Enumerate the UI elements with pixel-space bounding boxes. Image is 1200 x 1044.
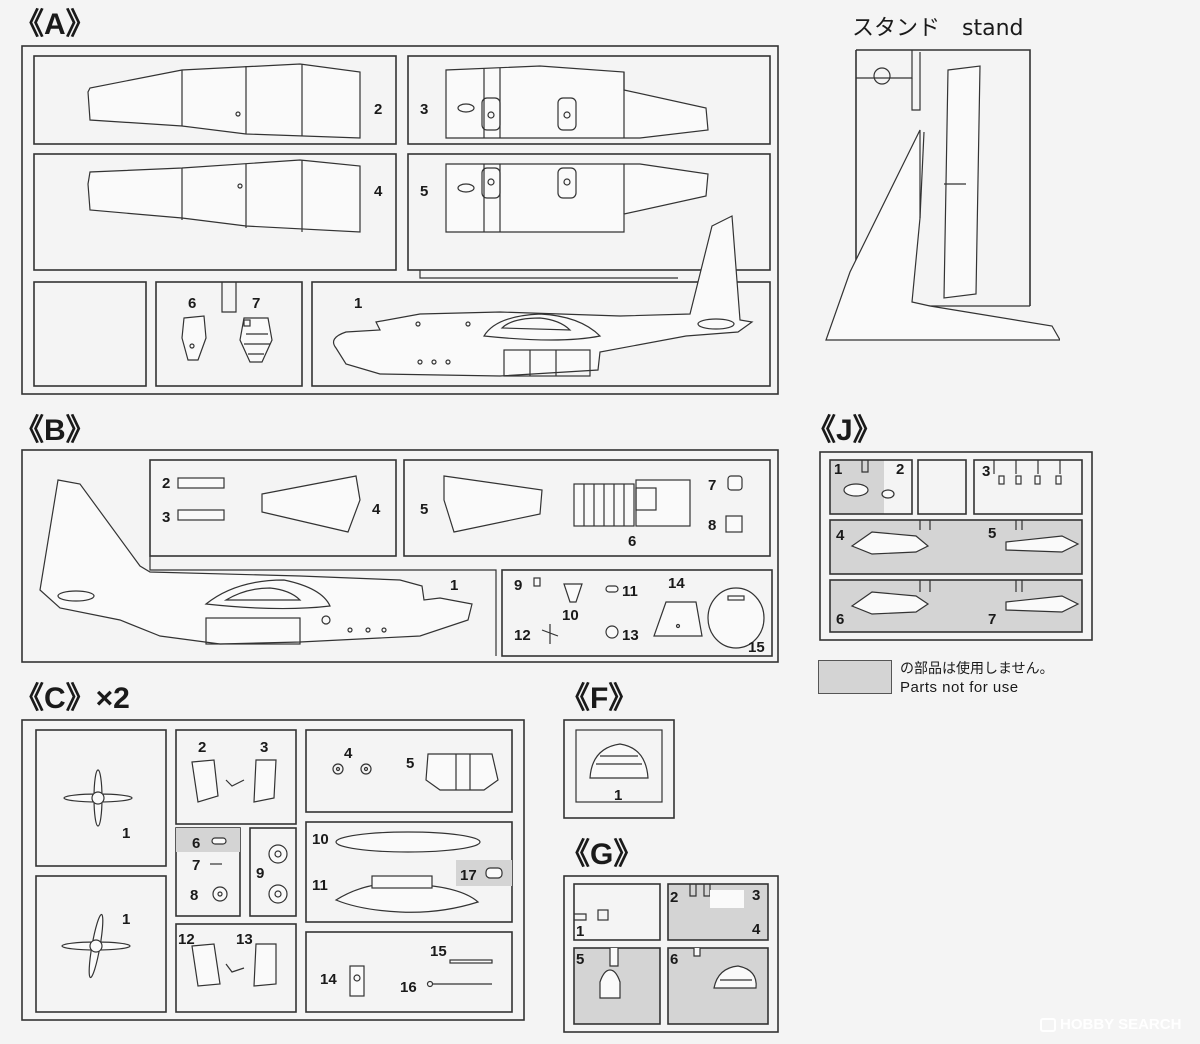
part-b11-label: 11 [622, 583, 638, 600]
part-c7-label: 7 [192, 857, 200, 874]
part-c10-label: 10 [312, 831, 329, 848]
part-g5-label: 5 [576, 951, 584, 968]
part-j4-label: 4 [836, 527, 845, 544]
part-c4-label: 4 [344, 745, 353, 762]
section-j-label: 《J》 [806, 414, 883, 447]
part-g1-label: 1 [576, 923, 584, 940]
part-a6-label: 6 [188, 295, 196, 312]
part-b3-label: 3 [162, 509, 170, 526]
part-c2-label: 2 [198, 739, 206, 756]
watermark: HOBBY SEARCH [1060, 1016, 1182, 1033]
part-b5-label: 5 [420, 501, 428, 518]
part-a1-fuselage [333, 215, 754, 377]
section-c-label: 《C》×2 [14, 682, 130, 715]
part-j2-label: 2 [896, 461, 904, 478]
sprue-b: 2 3 4 5 6 7 8 1 9 10 11 12 13 14 15 [21, 449, 779, 663]
legend-english: Parts not for use [900, 679, 1019, 696]
part-g4-label: 4 [752, 921, 761, 938]
part-b5-stabilizer [443, 475, 543, 533]
part-b14-label: 14 [668, 575, 685, 592]
sprue-g: 1 2 3 4 5 6 [563, 875, 779, 1033]
part-c5-label: 5 [406, 755, 414, 772]
part-b12-label: 12 [514, 627, 531, 644]
part-c14-label: 14 [320, 971, 337, 988]
part-j3-label: 3 [982, 463, 990, 480]
part-j6-label: 6 [836, 611, 844, 628]
legend-japanese: の部品は使用しません。 [900, 661, 1054, 677]
part-b2-label: 2 [162, 475, 170, 492]
part-b7-label: 7 [708, 477, 716, 494]
part-b4-label: 4 [372, 501, 381, 518]
part-c1-propeller-a [63, 769, 133, 827]
part-f1-label: 1 [614, 787, 622, 804]
part-c6-label: 6 [192, 835, 200, 852]
sprue-a: 2 3 4 5 6 7 1 [21, 45, 779, 395]
part-b6-label: 6 [628, 533, 636, 550]
part-a3-label: 3 [420, 101, 428, 118]
hobby-search-logo-icon [1040, 1018, 1056, 1032]
part-b13-label: 13 [622, 627, 639, 644]
section-f-label: 《F》 [560, 682, 639, 715]
part-a7-label: 7 [252, 295, 260, 312]
part-b9-label: 9 [514, 577, 522, 594]
sprue-j: 1 2 3 4 5 6 7 [819, 451, 1093, 641]
part-b6 [573, 479, 691, 527]
part-b15-label: 15 [748, 639, 765, 656]
part-c9-label: 9 [256, 865, 264, 882]
part-g2-label: 2 [670, 889, 678, 906]
part-a4-wing [87, 159, 361, 233]
part-j5-label: 5 [988, 525, 996, 542]
part-a7 [239, 317, 273, 363]
part-c16-label: 16 [400, 979, 417, 996]
legend-swatch [818, 660, 892, 694]
part-a2-wing [87, 63, 361, 139]
part-c12-label: 12 [178, 931, 195, 948]
section-a-label: 《A》 [14, 8, 96, 41]
part-c8-label: 8 [190, 887, 198, 904]
part-b1-label: 1 [450, 577, 458, 594]
part-g3-label: 3 [752, 887, 760, 904]
part-c17-label: 17 [460, 867, 477, 884]
sprue-f: 1 [563, 719, 675, 819]
part-a1-label: 1 [354, 295, 362, 312]
part-a3-wing [445, 65, 709, 139]
section-g-label: 《G》 [560, 838, 644, 871]
part-c15-label: 15 [430, 943, 447, 960]
part-g6-label: 6 [670, 951, 678, 968]
part-c13-label: 13 [236, 931, 253, 948]
part-b8-label: 8 [708, 517, 716, 534]
part-c3-label: 3 [260, 739, 268, 756]
part-a5-label: 5 [420, 183, 428, 200]
part-a4-label: 4 [374, 183, 383, 200]
sprue-c: 1 1 2 3 4 5 6 7 8 9 10 11 12 13 14 15 16… [21, 719, 525, 1021]
part-c11-label: 11 [312, 877, 328, 894]
stand-label: スタンド stand [852, 16, 1024, 41]
part-j7-label: 7 [988, 611, 996, 628]
part-a2-label: 2 [374, 101, 382, 118]
section-b-label: 《B》 [14, 414, 96, 447]
part-j1-label: 1 [834, 461, 842, 478]
part-b10-label: 10 [562, 607, 579, 624]
part-b1-fuselage [39, 479, 473, 645]
part-c1-propeller-b [61, 913, 131, 979]
part-b4-stabilizer [261, 475, 361, 533]
part-a5-wing [445, 163, 709, 233]
part-a6 [181, 315, 207, 361]
part-c1b-label: 1 [122, 911, 130, 928]
part-c1a-label: 1 [122, 825, 130, 842]
sprue-stand [825, 49, 1060, 341]
